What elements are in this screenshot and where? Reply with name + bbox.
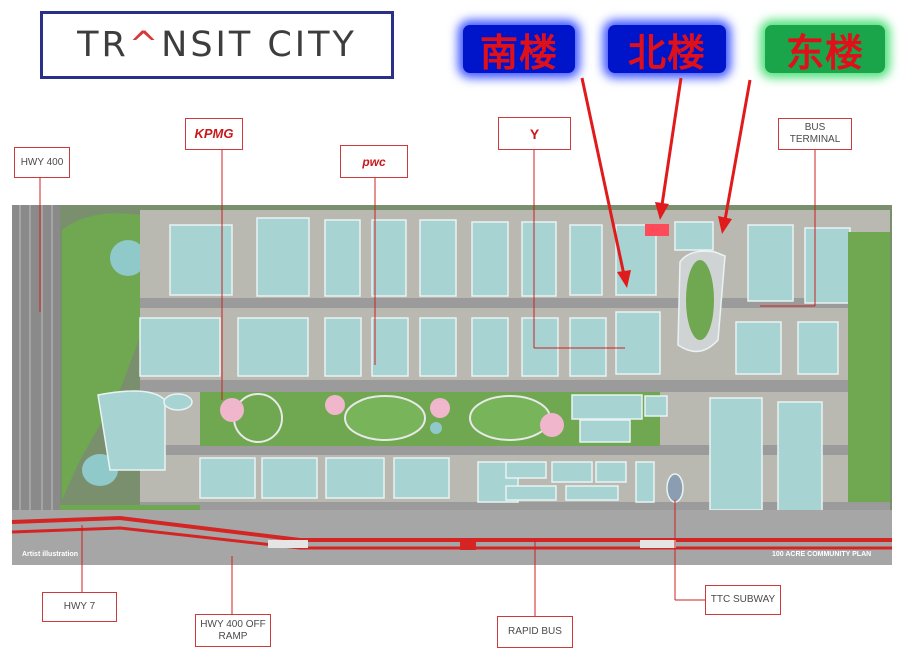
buildings-row-4 — [199, 457, 684, 503]
label-hwy400-off-ramp: HWY 400 OFF RAMP — [195, 614, 271, 647]
pond-north — [110, 240, 146, 276]
label-kpmg: KPMG — [185, 118, 243, 150]
west-park — [62, 213, 150, 500]
label-ttc-subway: TTC SUBWAY — [705, 585, 781, 615]
rapid-bus-station-1 — [268, 540, 308, 548]
tag-east-label: 东楼 — [785, 30, 864, 75]
tag-arrows — [580, 77, 752, 288]
tag-east-building: 东楼 — [765, 25, 885, 75]
label-bus-terminal: BUS TERMINAL — [778, 118, 852, 150]
label-leader-lines — [39, 150, 816, 616]
buildings-row-3 — [97, 390, 823, 513]
label-hwy400-text: HWY 400 — [20, 156, 64, 168]
logo-caret-icon: ^ — [128, 25, 162, 65]
label-ymca: Y — [498, 117, 571, 150]
rapid-bus-line — [11, 515, 892, 542]
ymca-logo: Y — [529, 125, 540, 142]
hwy7-corridor — [12, 510, 892, 565]
east-park — [848, 232, 890, 502]
label-pwc: pwc — [340, 145, 408, 178]
label-hwy400-off-ramp-text: HWY 400 OFF RAMP — [200, 618, 266, 642]
label-hwy400: HWY 400 — [14, 147, 70, 178]
label-bus-terminal-text: BUS TERMINAL — [789, 122, 841, 145]
tag-north-building: 北楼 — [608, 25, 726, 75]
label-hwy7-text: HWY 7 — [63, 601, 96, 612]
label-hwy7: HWY 7 — [42, 592, 117, 622]
north-building-rooftop — [645, 224, 669, 236]
road-east-west-1 — [140, 298, 890, 308]
kpmg-logo: KPMG — [194, 126, 234, 141]
buildings-row-1 — [169, 217, 851, 304]
road-east-west-3 — [140, 445, 890, 455]
road-east-west-2 — [140, 380, 890, 392]
buildings-row-2 — [139, 311, 839, 377]
rapid-bus-station-2 — [640, 540, 676, 548]
label-ttc-subway-text: TTC SUBWAY — [710, 594, 776, 605]
caption-artist-illustration: Artist illustration — [22, 551, 79, 558]
logo-text: TR^NSIT CITY — [77, 25, 357, 65]
label-rapid-bus: RAPID BUS — [497, 616, 573, 648]
pwc-logo: pwc — [362, 154, 386, 169]
tag-south-label: 南楼 — [479, 30, 558, 75]
caption-community-plan: 100 ACRE COMMUNITY PLAN — [772, 551, 872, 558]
transit-city-logo: TR^NSIT CITY — [40, 11, 394, 79]
tag-north-label: 北楼 — [627, 30, 706, 75]
label-rapid-bus-text: RAPID BUS — [508, 626, 562, 637]
tag-south-building: 南楼 — [463, 25, 575, 75]
